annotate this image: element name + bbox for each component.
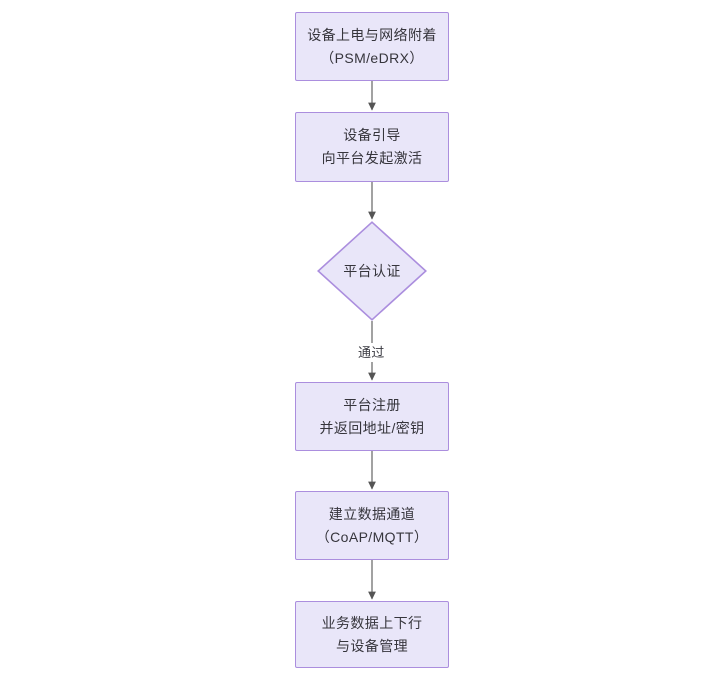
node-label-line: 设备上电与网络附着 <box>307 26 437 43</box>
node-platform-registration[interactable]: 平台注册 并返回地址/密钥 <box>295 382 449 451</box>
node-label-line: 平台注册 <box>343 396 401 413</box>
node-label-line: （CoAP/MQTT） <box>315 528 429 545</box>
diamond-shape <box>317 221 427 321</box>
node-business-data-and-device-management[interactable]: 业务数据上下行 与设备管理 <box>295 601 449 668</box>
edge-label-pass: 通过 <box>355 343 388 362</box>
node-platform-authentication[interactable]: 平台认证 <box>317 221 427 321</box>
node-device-bootstrap[interactable]: 设备引导 向平台发起激活 <box>295 112 449 182</box>
node-label-line: 建立数据通道 <box>328 505 416 522</box>
node-label-line: 与设备管理 <box>336 637 408 654</box>
node-label-line: （PSM/eDRX） <box>320 49 424 66</box>
node-label-line: 向平台发起激活 <box>321 150 423 166</box>
node-label-line: 业务数据上下行 <box>321 614 423 631</box>
node-device-power-on[interactable]: 设备上电与网络附着 （PSM/eDRX） <box>295 12 449 81</box>
node-label-line: 并返回地址/密钥 <box>319 419 425 436</box>
node-label-line: 平台认证 <box>343 262 401 279</box>
node-data-channel[interactable]: 建立数据通道 （CoAP/MQTT） <box>295 491 449 560</box>
node-label-line: 设备引导 <box>343 127 401 143</box>
